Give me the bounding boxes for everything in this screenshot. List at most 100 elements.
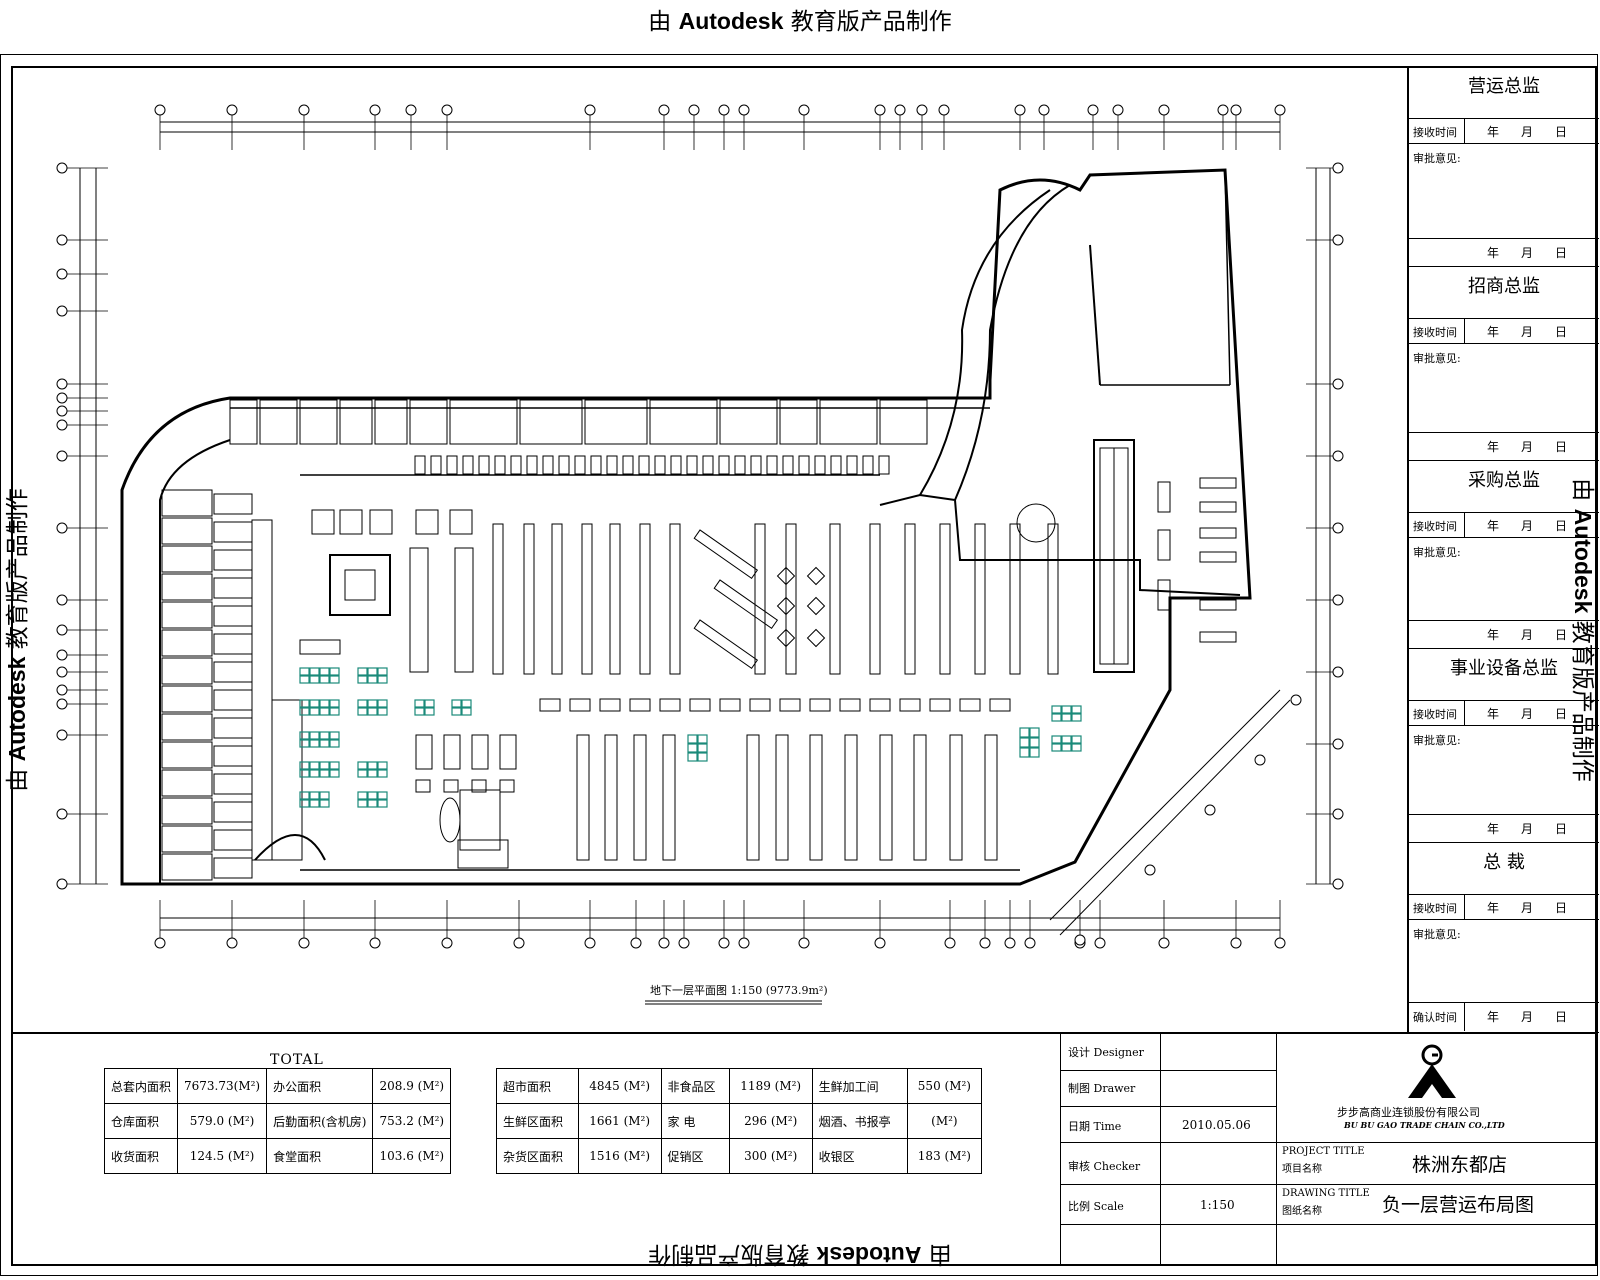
opinion-label-2: 审批意见: <box>1413 546 1461 559</box>
grid-bubble <box>944 937 956 949</box>
drawing-title-en: DRAWING TITLE <box>1282 1188 1370 1199</box>
scale-label: 比例 Scale <box>1068 1200 1124 1213</box>
grid-bubble <box>1144 864 1156 876</box>
grid-bubble <box>979 937 991 949</box>
table-cell: 1189 (M²) <box>728 1068 813 1104</box>
fresh-produce-displays <box>299 667 1082 808</box>
grid-bubble <box>1038 104 1050 116</box>
receive-date-units-1: 年月日 <box>1486 325 1589 339</box>
title-area-divider <box>11 1032 1597 1034</box>
table-cell: 杂货区面积 <box>496 1138 579 1174</box>
table-cell: 生鲜区面积 <box>496 1103 579 1139</box>
receive-date-units-3: 年月日 <box>1486 707 1589 721</box>
grid-bubble <box>56 162 68 174</box>
grid-bubble <box>718 104 730 116</box>
company-logo-icon <box>1408 1044 1456 1098</box>
drawing-caption: 地下一层平面图 1:150 (9773.9m²) <box>650 984 828 997</box>
grid-bubble <box>1158 104 1170 116</box>
column-round <box>1016 503 1056 543</box>
grid-bubble <box>1230 104 1242 116</box>
grid-bubble <box>56 624 68 636</box>
table-cell: 食堂面积 <box>266 1138 374 1174</box>
grid-bubble <box>369 104 381 116</box>
grid-bubble <box>1332 522 1344 534</box>
grid-bubble <box>874 104 886 116</box>
grid-bubble <box>298 937 310 949</box>
grid-bubble <box>798 937 810 949</box>
designer-label: 设计 Designer <box>1068 1046 1144 1059</box>
grid-bubble <box>584 104 596 116</box>
receive-time-label-0: 接收时间 <box>1413 126 1457 139</box>
drawing-title-cn: 图纸名称 <box>1282 1206 1322 1217</box>
grid-bubble <box>226 104 238 116</box>
back-of-house-rooms <box>161 489 326 881</box>
grid-bubble <box>1274 937 1286 949</box>
confirm-time-label: 确认时间 <box>1413 1011 1457 1024</box>
receive-time-label-3: 接收时间 <box>1413 708 1457 721</box>
grid-bubble <box>678 937 690 949</box>
grid-bubble <box>56 522 68 534</box>
grid-bubble <box>56 684 68 696</box>
diagonal-dimension <box>1059 699 1291 936</box>
table-cell: 1661 (M²) <box>577 1103 662 1139</box>
company-name-cn: 步步高商业连锁股份有限公司 <box>1337 1106 1480 1119</box>
date-value: 2010.05.06 <box>1182 1118 1251 1132</box>
grid-bubble <box>1112 104 1124 116</box>
grid-bubble <box>1087 104 1099 116</box>
table-cell: 促销区 <box>660 1138 730 1174</box>
table-cell: 103.6 (M²) <box>372 1138 452 1174</box>
grid-bubble <box>1004 937 1016 949</box>
dimension-axis-top <box>154 104 1286 150</box>
scale-value: 1:150 <box>1200 1198 1235 1212</box>
grid-bubble <box>298 104 310 116</box>
company-name-en: BU BU GAO TRADE CHAIN CO.,LTD <box>1344 1120 1505 1130</box>
grid-bubble <box>738 937 750 949</box>
grid-bubble <box>56 419 68 431</box>
grid-bubble <box>1332 162 1344 174</box>
curved-ramp <box>954 184 1071 501</box>
grid-bubble <box>154 937 166 949</box>
table-cell: 收货面积 <box>103 1138 179 1174</box>
total-title: TOTAL <box>270 1052 324 1068</box>
project-name: 株洲东都店 <box>1412 1154 1508 1176</box>
grid-bubble <box>688 104 700 116</box>
grid-bubble <box>718 937 730 949</box>
receive-date-units-0: 年月日 <box>1486 125 1589 139</box>
table-cell: 579.0 (M²) <box>177 1103 268 1139</box>
table-cell: 超市面积 <box>496 1068 579 1104</box>
grid-bubble <box>1217 104 1229 116</box>
table-cell: 124.5 (M²) <box>177 1138 268 1174</box>
grid-bubble <box>56 392 68 404</box>
table-cell: 非食品区 <box>660 1068 730 1104</box>
grid-bubble <box>1332 738 1344 750</box>
approval-title-1: 招商总监 <box>1468 276 1540 297</box>
table-cell: 总套内面积 <box>103 1068 179 1104</box>
grid-bubble <box>1014 104 1026 116</box>
approval-title-4: 总 裁 <box>1483 852 1525 873</box>
title-block: 设计 Designer 制图 Drawer 日期 Time 2010.05.06… <box>1060 1034 1597 1266</box>
grid-bubble <box>658 937 670 949</box>
table-cell: 753.2 (M²) <box>372 1103 452 1139</box>
grid-bubble <box>154 104 166 116</box>
grid-bubble <box>56 305 68 317</box>
grid-bubble <box>56 666 68 678</box>
grid-bubble <box>405 104 417 116</box>
grid-bubble <box>894 104 906 116</box>
building-outline <box>120 168 1252 886</box>
grid-bubble <box>56 649 68 661</box>
drawing-name: 负一层营运布局图 <box>1382 1194 1535 1216</box>
sign-date-3: 年月日 <box>1486 822 1589 836</box>
project-title-en: PROJECT TITLE <box>1282 1146 1365 1157</box>
grid-bubble <box>1332 666 1344 678</box>
opinion-label-0: 审批意见: <box>1413 152 1461 165</box>
sign-date-0: 年月日 <box>1486 246 1589 260</box>
approval-title-3: 事业设备总监 <box>1450 658 1558 679</box>
grid-bubble <box>1274 104 1286 116</box>
ramp-wall <box>159 439 231 884</box>
grid-bubble <box>1024 937 1036 949</box>
dimension-axis-left <box>56 162 108 890</box>
